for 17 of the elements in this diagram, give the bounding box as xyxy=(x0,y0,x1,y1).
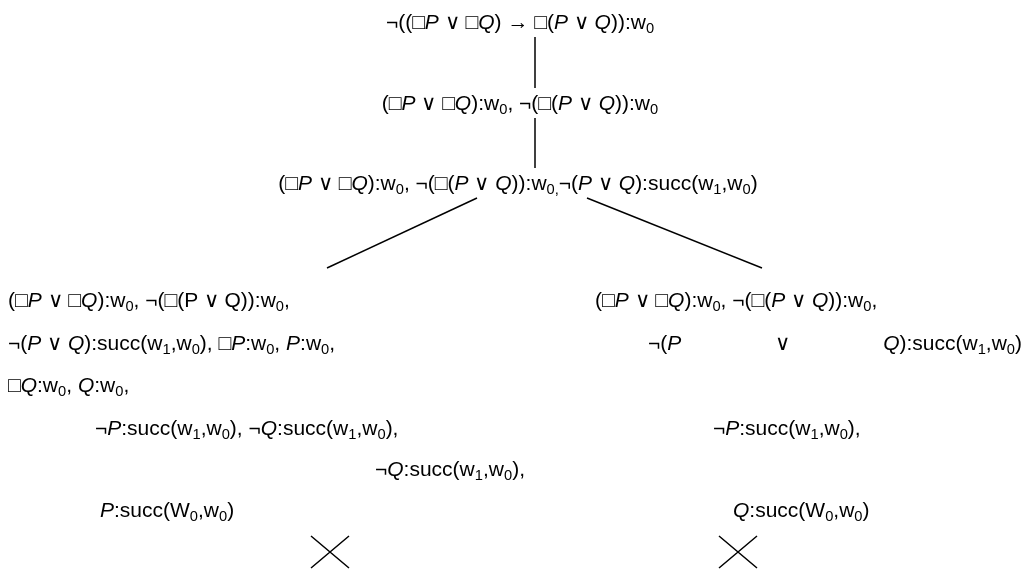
formula-text: □Q:w$_{0}$, Q:w$_{0}$, xyxy=(8,372,130,398)
formula-text: ¬P:succ(w$_{1}$,w$_{0}$), xyxy=(713,415,861,441)
formula-text: (□P ∨ □Q):w$_{0}$, ¬(□(P ∨ Q)):w$_{0}$, xyxy=(8,287,290,313)
tree-branch-line xyxy=(534,36,536,89)
formula-text: ¬(P ∨ Q):succ(w$_{1}$,w$_{0}$) xyxy=(648,330,1022,356)
formula-text: ¬(P ∨ Q):succ(w$_{1}$,w$_{0}$), □P:w$_{0}$, P:w$_{0}$, xyxy=(8,330,336,356)
formula-text: (□P ∨ □Q):w$_{0}$, ¬(□(P ∨ Q)):w$_{0}$, xyxy=(595,287,878,313)
formula-text: ¬Q:succ(w$_{1}$,w$_{0}$), xyxy=(375,456,525,482)
tree-branch-line xyxy=(586,197,763,269)
formula-text: ¬((□P ∨ □Q) → □(P ∨ Q)):w$_{0}$ xyxy=(385,10,655,33)
formula-text: (□P ∨ □Q):w$_{0}$, ¬(□(P ∨ Q)):w$_{0,}$¬(P ∨ Q):succ(w$_{1}$,w$_{0}$) xyxy=(278,171,758,194)
formula-text: ¬P:succ(w$_{1}$,w$_{0}$), ¬Q:succ(w$_{1}$,w$_{0}$), xyxy=(95,415,399,441)
tree-branch-line xyxy=(534,117,536,169)
formula-text: Q:succ(W$_{0}$,w$_{0}$) xyxy=(733,497,870,523)
formula-text: (□P ∨ □Q):w$_{0}$, ¬(□(P ∨ Q)):w$_{0}$ xyxy=(381,91,659,114)
tree-branch-line xyxy=(326,197,478,269)
formula-text: P:succ(W$_{0}$,w$_{0}$) xyxy=(100,497,235,523)
